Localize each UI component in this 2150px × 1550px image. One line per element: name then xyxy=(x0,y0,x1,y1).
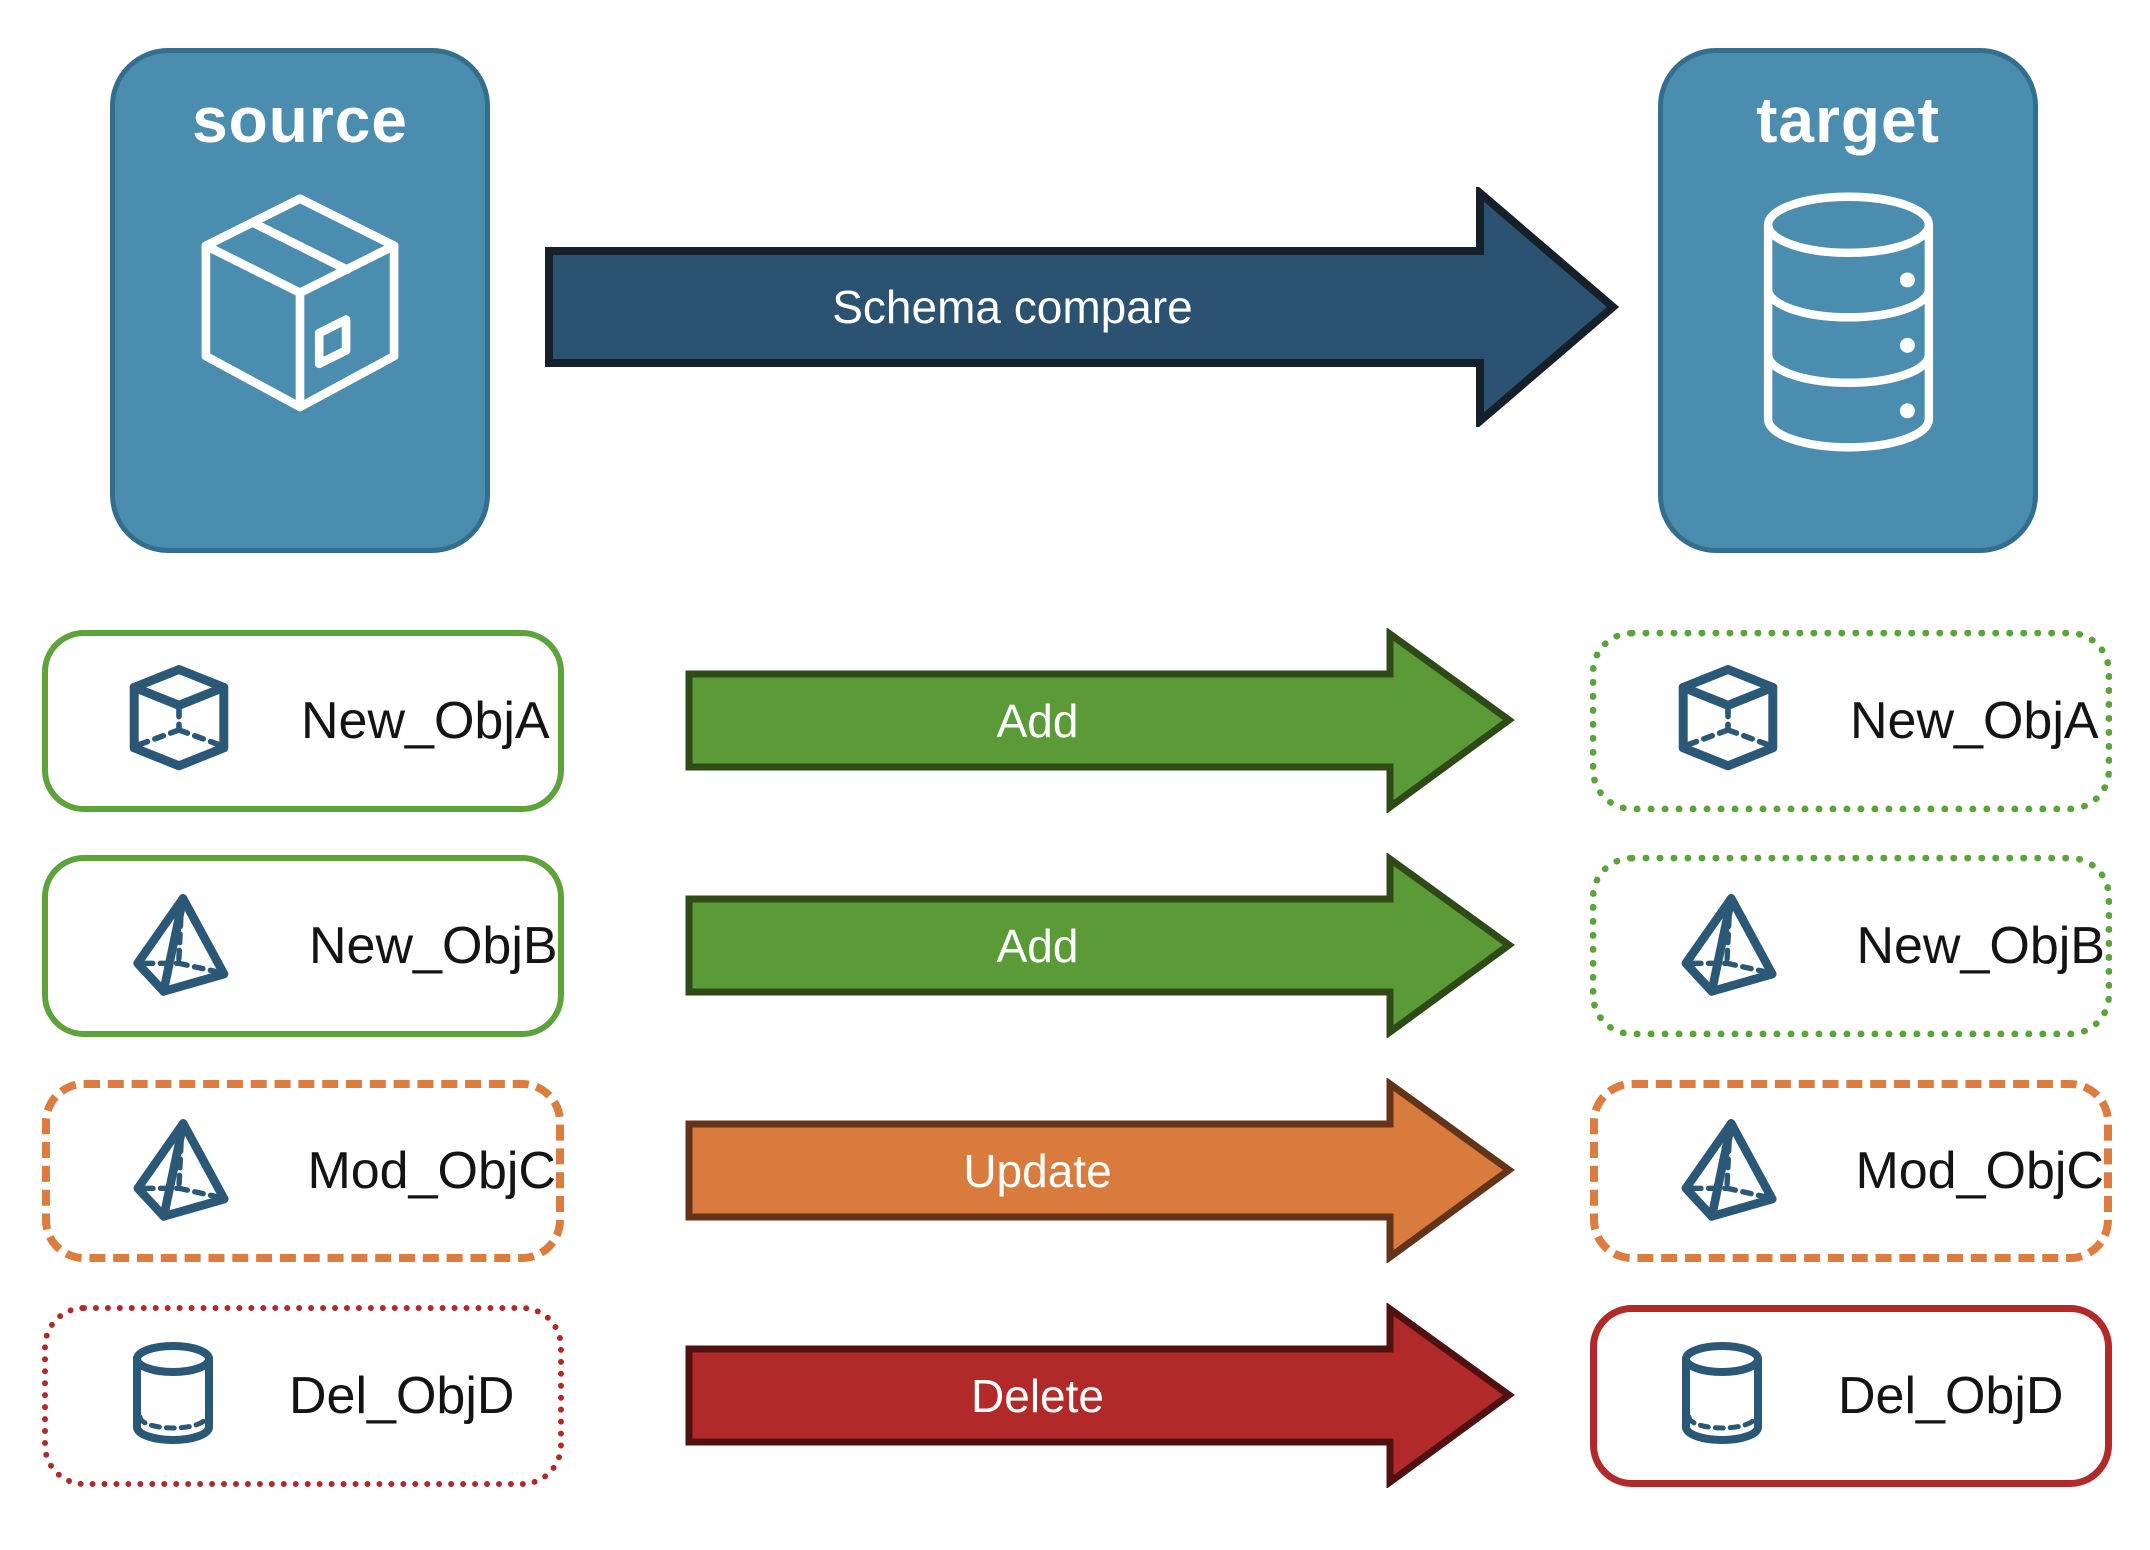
cube-icon xyxy=(1678,665,1778,771)
object-label: New_ObjA xyxy=(301,692,550,750)
delete-arrow-label: Delete xyxy=(971,1369,1104,1422)
object-label: New_ObjB xyxy=(1856,917,2105,975)
cube-icon xyxy=(129,665,229,771)
add-arrow-shape xyxy=(685,628,1515,813)
add-arrow-row-2: Add xyxy=(685,853,1515,1038)
delete-arrow: Delete xyxy=(685,1303,1515,1488)
target-panel: target xyxy=(1658,48,2038,553)
update-arrow: Update xyxy=(685,1078,1515,1263)
update-arrow-label: Update xyxy=(963,1144,1112,1197)
target-object-del-objd: Del_ObjD xyxy=(1590,1305,2112,1487)
object-label: Del_ObjD xyxy=(1838,1367,2064,1425)
add-arrow-label: Add xyxy=(996,919,1079,972)
target-panel-title: target xyxy=(1756,84,1940,156)
update-arrow-shape xyxy=(685,1078,1515,1263)
cylinder-icon xyxy=(133,1342,213,1444)
schema-compare-arrow-shape xyxy=(545,187,1620,427)
add-arrow-label: Add xyxy=(996,694,1079,747)
source-object-new-objb: New_ObjB xyxy=(42,855,564,1037)
pyramid-icon xyxy=(1681,894,1777,996)
target-object-new-obja: New_ObjA xyxy=(1590,630,2112,812)
object-label: Mod_ObjC xyxy=(1855,1142,2104,1200)
target-object-new-objb: New_ObjB xyxy=(1590,855,2112,1037)
package-box-icon xyxy=(201,194,399,412)
pyramid-icon xyxy=(133,894,229,996)
object-label: New_ObjB xyxy=(309,917,558,975)
object-label: New_ObjA xyxy=(1850,692,2099,750)
source-object-del-objd: Del_ObjD xyxy=(42,1305,564,1487)
delete-arrow-shape xyxy=(685,1303,1515,1488)
pyramid-icon xyxy=(1681,1119,1777,1221)
source-object-mod-objc: Mod_ObjC xyxy=(42,1080,564,1262)
database-icon xyxy=(1763,192,1933,452)
add-arrow-shape xyxy=(685,853,1515,1038)
source-object-new-obja: New_ObjA xyxy=(42,630,564,812)
object-label: Mod_ObjC xyxy=(307,1142,556,1200)
pyramid-icon xyxy=(133,1119,229,1221)
schema-compare-label: Schema compare xyxy=(832,281,1193,333)
target-object-mod-objc: Mod_ObjC xyxy=(1590,1080,2112,1262)
add-arrow-row-1: Add xyxy=(685,628,1515,813)
source-panel-title: source xyxy=(192,84,408,156)
source-panel: source xyxy=(110,48,490,553)
cylinder-icon xyxy=(1682,1342,1762,1444)
schema-compare-arrow: Schema compare xyxy=(545,187,1620,427)
object-label: Del_ObjD xyxy=(289,1367,515,1425)
